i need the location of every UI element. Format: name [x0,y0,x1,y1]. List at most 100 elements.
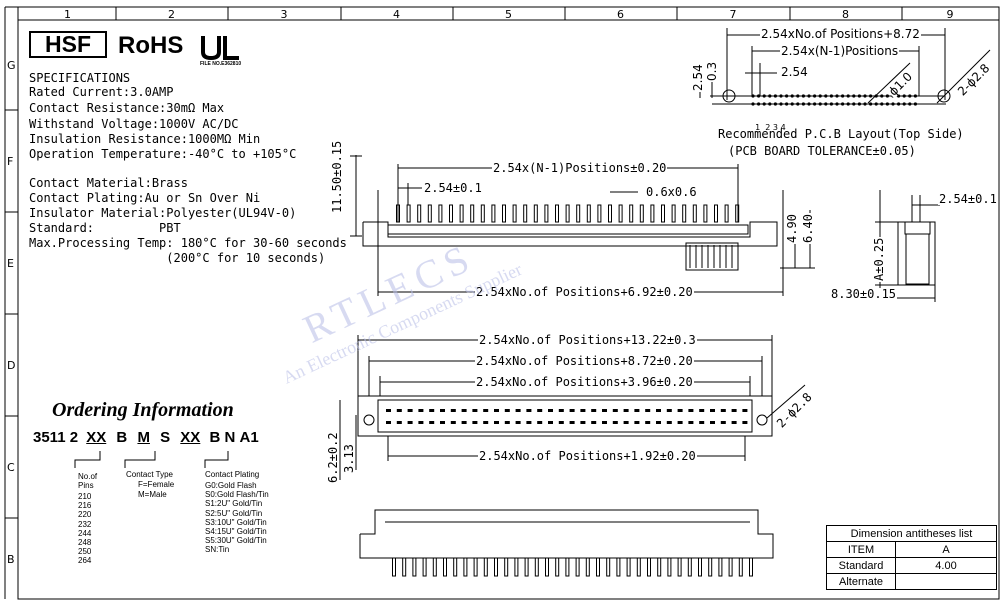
bottom-pin [626,557,631,577]
ruler-column-label: 1 [64,8,71,21]
pcb-hole [779,94,783,98]
dim-row-value: 4.00 [895,557,997,574]
contact-type-male: M=Male [138,490,167,499]
pcb-hole [785,102,789,106]
pcb-hole [757,94,761,98]
pcb-hole [818,94,822,98]
side-pin [724,204,729,223]
bottom-pin [412,557,417,577]
pcb-hole [785,94,789,98]
top-slot [623,421,629,424]
plating-title: Contact Plating [205,470,260,479]
top-slot [548,421,553,424]
side-pin [544,204,549,223]
dim-row-value [895,573,997,590]
bottom-view [359,509,774,559]
hsf-logo: HSF [29,31,107,58]
ruler-column-label: 4 [393,8,400,21]
spec-line: Rated Current:3.0AMP [29,85,174,99]
top-slot [612,409,618,412]
ruler-column-label: 8 [842,8,849,21]
side-pin [565,204,570,223]
ordering-code: 3511 2 XX B M S XX B N A1 [33,429,259,446]
plating-option: SN:Tin [205,545,230,555]
pins-title: No.of Pins [78,472,98,491]
side-pin [459,204,464,223]
side-pin [629,204,634,223]
top-slot [634,409,640,412]
side-dim-4-90: 4.90 [785,213,799,244]
side-dim-pin-size: 0.6x0.6 [645,185,698,199]
contact-type-female: F=Female [138,480,175,489]
ruler-column-label: 7 [729,8,737,21]
code-rows: 2 [69,429,79,446]
pins-option: 210 [78,492,92,501]
ruler-row-label: F [7,155,14,168]
side-pin [661,204,665,223]
top-slot [504,409,510,412]
pcb-hole [779,102,783,106]
bottom-pin [483,557,488,577]
rohs-mark: RoHS [118,32,184,59]
ruler-row-label: C [7,461,15,474]
pins-option: 264 [78,556,92,566]
top-slot [429,421,435,424]
pcb-holes [751,94,918,98]
pcb-hole [874,102,878,106]
top-slot [677,409,683,412]
bottom-pin [677,557,682,577]
ruler-column-label: 2 [168,8,175,21]
pins-option: 250 [78,547,92,557]
pcb-hole [773,94,778,98]
side-pin [438,204,443,223]
top-slot [450,421,456,424]
pcb-hole [885,102,890,106]
pcb-pin-numbers: 1 2 3 4 [750,116,786,132]
pcb-hole [829,102,834,106]
spec-line: (200°C for 10 seconds) [29,251,326,265]
pcb-hole [908,94,912,98]
side-pin [480,204,485,223]
ruler-column-label: 6 [617,8,624,21]
side-pin [470,204,475,223]
top-slot [602,421,607,424]
end-dim-width: 8.30±0.15 [830,287,898,301]
top-dim-holes: 2.54xNo.of Positions+8.72±0.20 [475,354,694,368]
bottom-pin [473,557,478,577]
ruler-column-label: 9 [946,8,954,21]
pcb-hole [751,102,755,106]
pcb-hole [807,102,811,106]
top-slot [612,421,618,424]
side-pin [555,204,559,223]
top-slot [548,409,553,412]
bottom-pin [514,557,519,577]
side-pin [714,204,718,223]
top-dim-body: 2.54xNo.of Positions+3.96±0.20 [475,375,694,389]
top-slot [494,409,499,412]
side-dim-6-40: 6.40 [801,213,815,244]
top-dim-offset: 3.13 [342,443,356,474]
bottom-pin [402,557,407,577]
top-dim-width: 6.2±0.2 [326,431,340,484]
pin-number: 2 [765,123,771,132]
spec-line: Operation Temperature:-40°C to +105°C [29,147,297,161]
top-slot [472,409,478,412]
bottom-pin [698,557,702,577]
pcb-hole [768,94,772,98]
dim-row-label: ITEM [826,541,896,558]
top-slot [742,421,748,424]
pcb-hole [773,102,778,106]
pcb-hole [841,102,845,106]
pins-option: 248 [78,537,92,547]
top-slot [396,409,402,412]
top-dim-overall: 2.54xNo.of Positions+13.22±0.3 [478,333,697,347]
top-slot [537,421,543,424]
top-slot [569,421,575,424]
side-pin [650,204,655,223]
side-pin [396,204,400,223]
top-slot [634,421,640,424]
top-slot [666,409,672,412]
side-pin [491,204,496,223]
top-slot [407,409,413,412]
top-slot [407,421,413,424]
